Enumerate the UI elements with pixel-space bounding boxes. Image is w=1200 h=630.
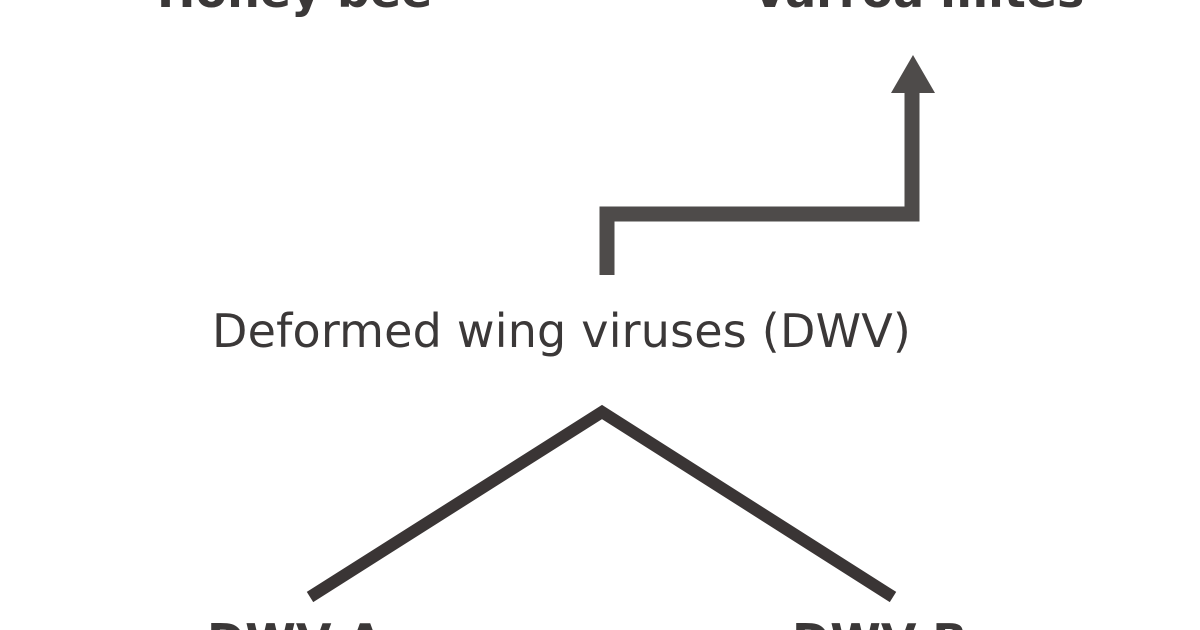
honey-bee-label: Honey bee (157, 0, 432, 14)
dwv-b-label: DWV-B (792, 618, 967, 630)
branch-lines (306, 404, 897, 603)
dwv-a-label: DWV-A (207, 618, 383, 630)
stepped-arrow-to-varroa (599, 55, 935, 275)
arrow-up-icon (891, 55, 935, 93)
dwv-center-label: Deformed wing viruses (DWV) (212, 304, 912, 358)
varroa-mites-label: Varroa mites (752, 0, 1084, 14)
arrow-shaft (599, 90, 920, 275)
